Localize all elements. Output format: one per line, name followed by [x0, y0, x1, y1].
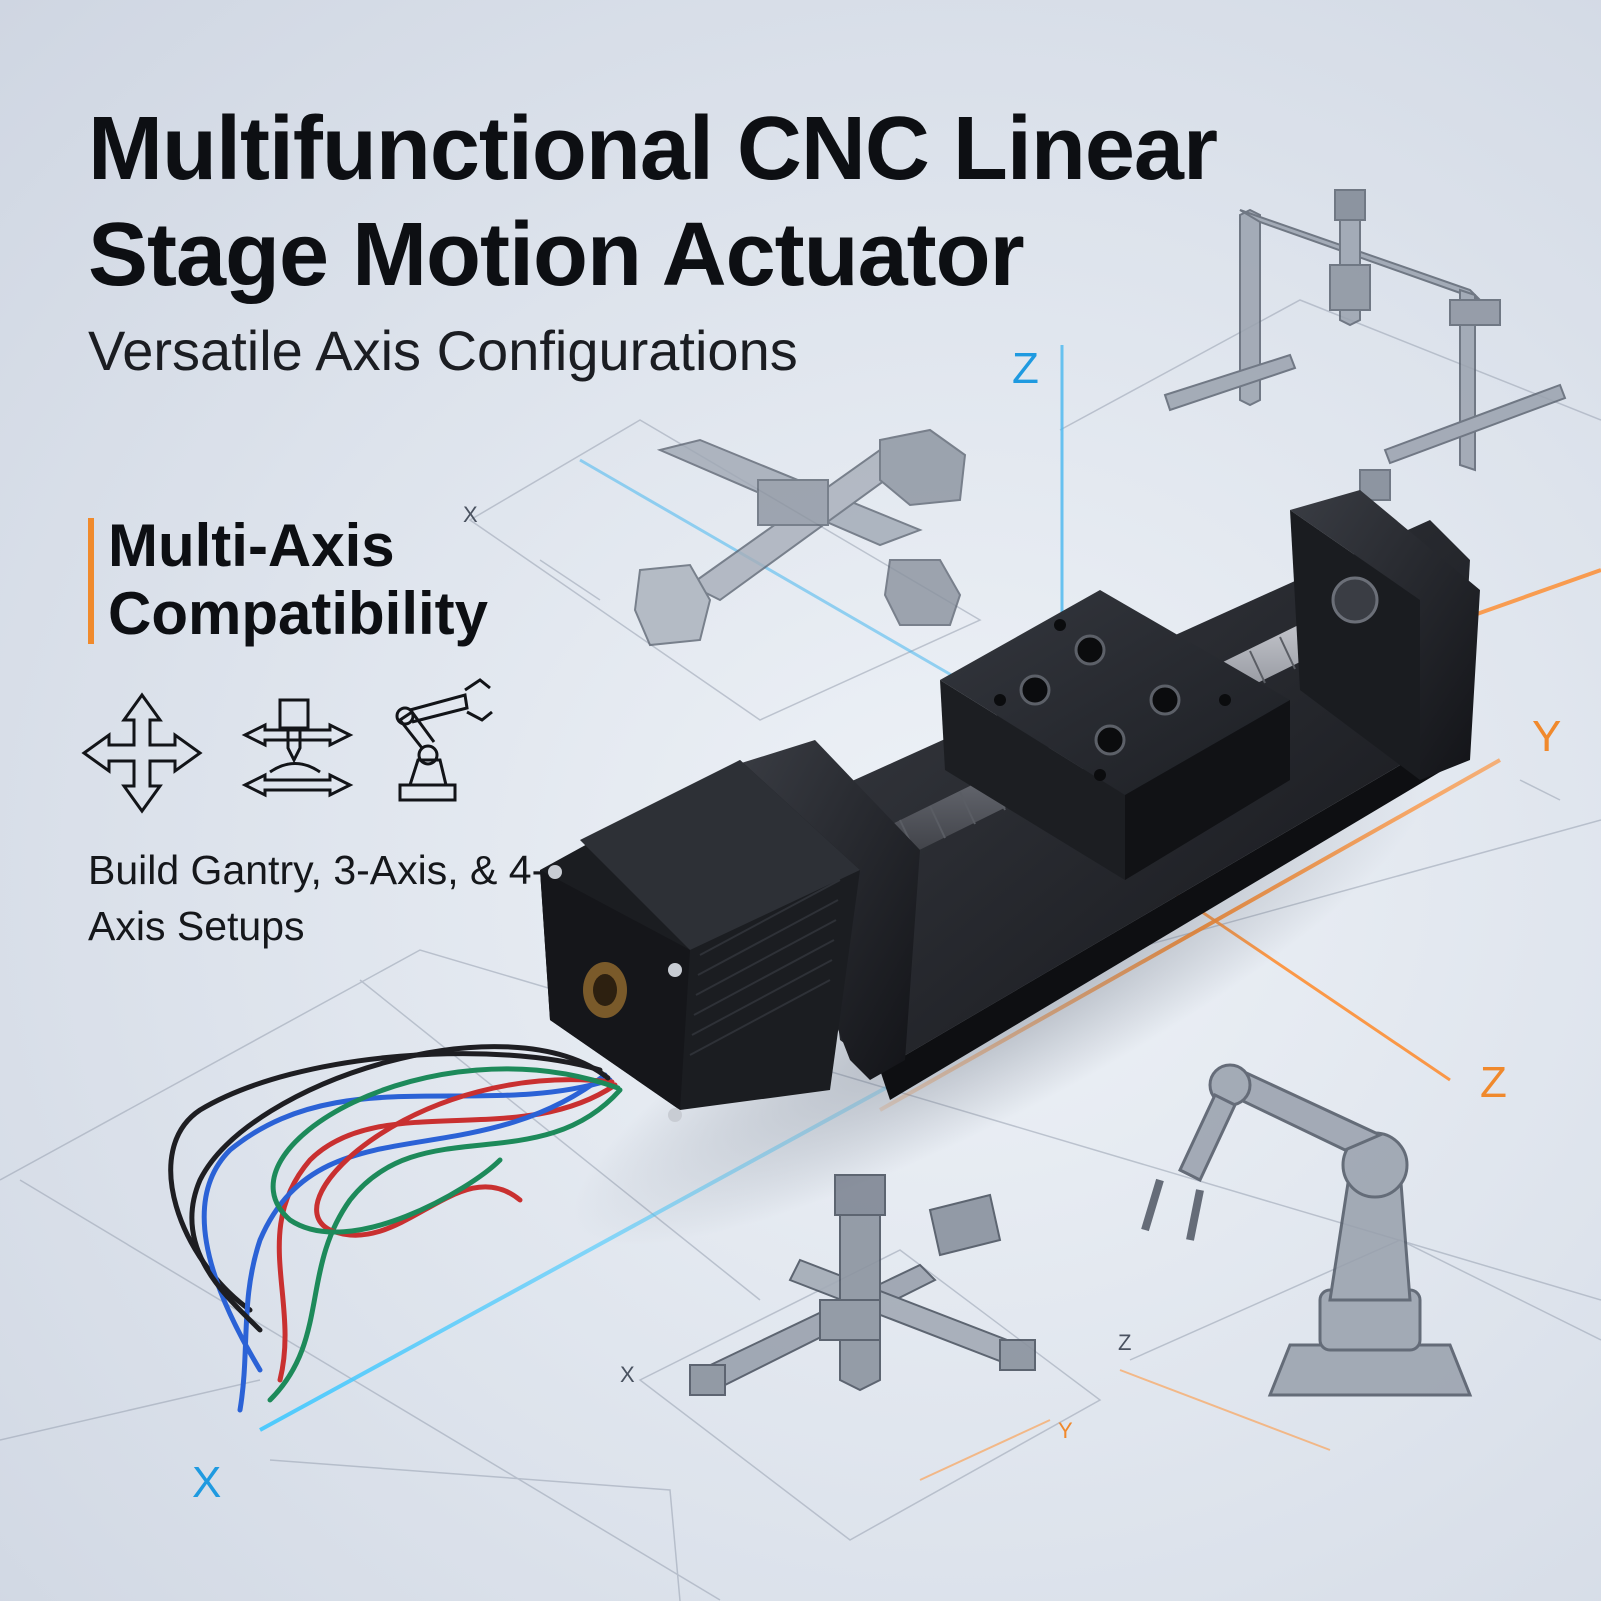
cnc-spindle-icon [241, 698, 354, 798]
axis-label-z-small-bottom: Z [1118, 1330, 1132, 1355]
page-title: Multifunctional CNC Linear Stage Motion … [88, 99, 1218, 305]
robot-arm-drawing [1141, 1063, 1473, 1397]
robot-arm-icon [395, 678, 493, 802]
axis-label-y-right: Y [1532, 712, 1562, 761]
axis-label-x-bottom: X [192, 1458, 222, 1507]
axis-label-z-right: Z [1480, 1058, 1507, 1107]
axis-label-z-top: Z [1012, 344, 1039, 393]
feature-description: Build Gantry, 3-Axis, & 4-Axis Setups [88, 847, 546, 949]
linear-actuator [540, 490, 1480, 1122]
cross-stage-drawing [633, 428, 967, 647]
feature-accent-bar [88, 518, 94, 644]
blueprint-grid [0, 299, 1601, 1601]
feature-heading: Multi-Axis Compatibility [108, 512, 489, 647]
page-subtitle: Versatile Axis Configurations [88, 319, 798, 382]
motor-wires [168, 1044, 623, 1413]
gantry-frame-drawing [1163, 189, 1567, 501]
four-way-arrows-icon [81, 692, 203, 814]
axis-label-y-small-bottom: Y [1058, 1418, 1073, 1443]
axis-label-x-small-top: X [463, 502, 478, 527]
axis-label-x-small-bottom: X [620, 1362, 635, 1387]
